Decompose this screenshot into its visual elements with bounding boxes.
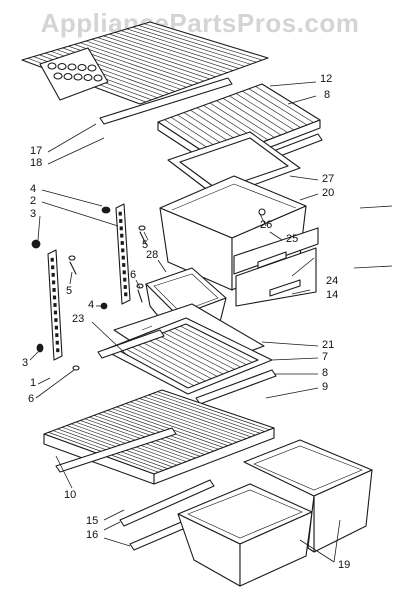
- callout-6-upper: 6: [130, 269, 137, 281]
- callout-14: 14: [326, 289, 339, 301]
- egg-cups: [47, 62, 103, 82]
- leader-lines: [29, 81, 393, 563]
- callout-23: 23: [72, 313, 85, 325]
- callout-28: 28: [146, 249, 159, 261]
- callout-5-upper: 5: [142, 239, 149, 251]
- callout-1: 1: [30, 377, 37, 389]
- callout-27: 27: [322, 173, 335, 185]
- callout-15: 15: [86, 515, 99, 527]
- callout-2: 2: [30, 195, 37, 207]
- callout-6-lower: 6: [28, 393, 35, 405]
- callout-24: 24: [326, 275, 339, 287]
- callout-20: 20: [322, 187, 335, 199]
- callout-8-upper: 8: [324, 89, 331, 101]
- callout-9: 9: [322, 381, 329, 393]
- callout-4-lower: 4: [88, 299, 95, 311]
- callout-4-upper: 4: [30, 183, 37, 195]
- callout-17: 17: [30, 145, 43, 157]
- middle-shelf-frame: [97, 317, 277, 405]
- crisper-drawer-left: [177, 483, 313, 587]
- fasteners: [31, 206, 147, 371]
- callout-18: 18: [30, 157, 43, 169]
- callout-7: 7: [322, 351, 329, 363]
- callout-3-upper: 3: [30, 208, 37, 220]
- left-ladder-bracket: [47, 249, 63, 361]
- crisper-drawer-right: [243, 439, 373, 553]
- callout-12: 12: [320, 73, 333, 85]
- callout-5-lower: 5: [66, 285, 73, 297]
- drawer-slide-assembly: [233, 227, 319, 307]
- callout-3-lower: 3: [22, 357, 29, 369]
- callout-10: 10: [64, 489, 77, 501]
- crisper-cover-frame: [167, 131, 301, 199]
- egg-tray: [39, 47, 109, 101]
- callout-21: 21: [322, 339, 335, 351]
- callout-8-lower: 8: [322, 367, 329, 379]
- callout-19: 19: [338, 559, 351, 571]
- callout-26: 26: [260, 219, 273, 231]
- callout-16: 16: [86, 529, 99, 541]
- callout-25: 25: [286, 233, 299, 245]
- right-ladder-bracket: [115, 203, 131, 305]
